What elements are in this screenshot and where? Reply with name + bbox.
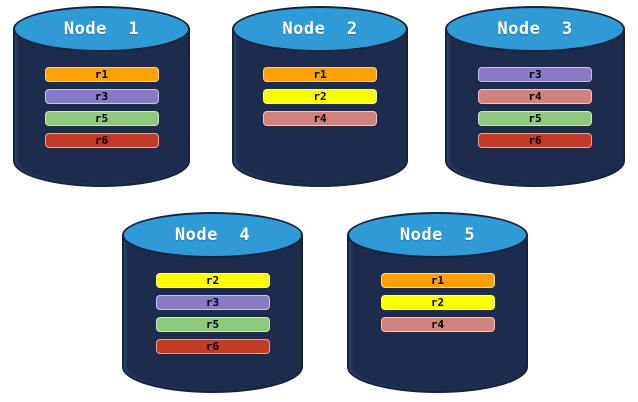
replica-bar-r2: r2 <box>380 295 495 310</box>
replica-bar-r3: r3 <box>155 295 270 310</box>
node-title: Node 2 <box>282 19 358 39</box>
replica-bar-r2: r2 <box>155 273 270 288</box>
replica-bar-list: r1 r2 r4 <box>347 273 528 332</box>
replica-bar-r1: r1 <box>44 67 159 82</box>
cylinder-top-ellipse: Node 4 <box>122 212 303 258</box>
cylinder-body <box>232 28 408 187</box>
replica-bar-r6: r6 <box>155 339 270 354</box>
replica-bar-r4: r4 <box>478 89 592 104</box>
replica-bar-list: r2 r3 r5 r6 <box>122 273 303 354</box>
replica-bar-r5: r5 <box>155 317 270 332</box>
node-1-cylinder: Node 1 r1 r3 r5 r6 <box>13 6 190 187</box>
cylinder-body <box>13 28 190 187</box>
cylinder-body <box>122 234 303 393</box>
replica-bar-r3: r3 <box>478 67 592 82</box>
replica-bar-r2: r2 <box>263 89 377 104</box>
node-3-cylinder: Node 3 r3 r4 r5 r6 <box>445 6 625 187</box>
cylinder-body <box>445 28 625 187</box>
cylinder-top-ellipse: Node 1 <box>13 6 190 52</box>
replica-bar-r5: r5 <box>44 111 159 126</box>
replica-bar-list: r1 r2 r4 <box>232 67 408 126</box>
cylinder-top-ellipse: Node 3 <box>445 6 625 52</box>
node-5-cylinder: Node 5 r1 r2 r4 <box>347 212 528 393</box>
cylinder-top-ellipse: Node 5 <box>347 212 528 258</box>
replica-bar-r4: r4 <box>380 317 495 332</box>
node-2-cylinder: Node 2 r1 r2 r4 <box>232 6 408 187</box>
replica-bar-r4: r4 <box>263 111 377 126</box>
cylinder-top-ellipse: Node 2 <box>232 6 408 52</box>
replica-bar-r6: r6 <box>44 133 159 148</box>
replica-bar-r1: r1 <box>263 67 377 82</box>
node-title: Node 3 <box>497 19 573 39</box>
node-title: Node 5 <box>399 225 476 245</box>
replica-bar-list: r1 r3 r5 r6 <box>13 67 190 148</box>
node-title: Node 1 <box>63 19 140 39</box>
replica-bar-list: r3 r4 r5 r6 <box>445 67 625 148</box>
node-4-cylinder: Node 4 r2 r3 r5 r6 <box>122 212 303 393</box>
replica-bar-r3: r3 <box>44 89 159 104</box>
cylinder-body <box>347 234 528 393</box>
replica-bar-r1: r1 <box>380 273 495 288</box>
replica-bar-r6: r6 <box>478 133 592 148</box>
node-title: Node 4 <box>174 225 251 245</box>
replica-bar-r5: r5 <box>478 111 592 126</box>
